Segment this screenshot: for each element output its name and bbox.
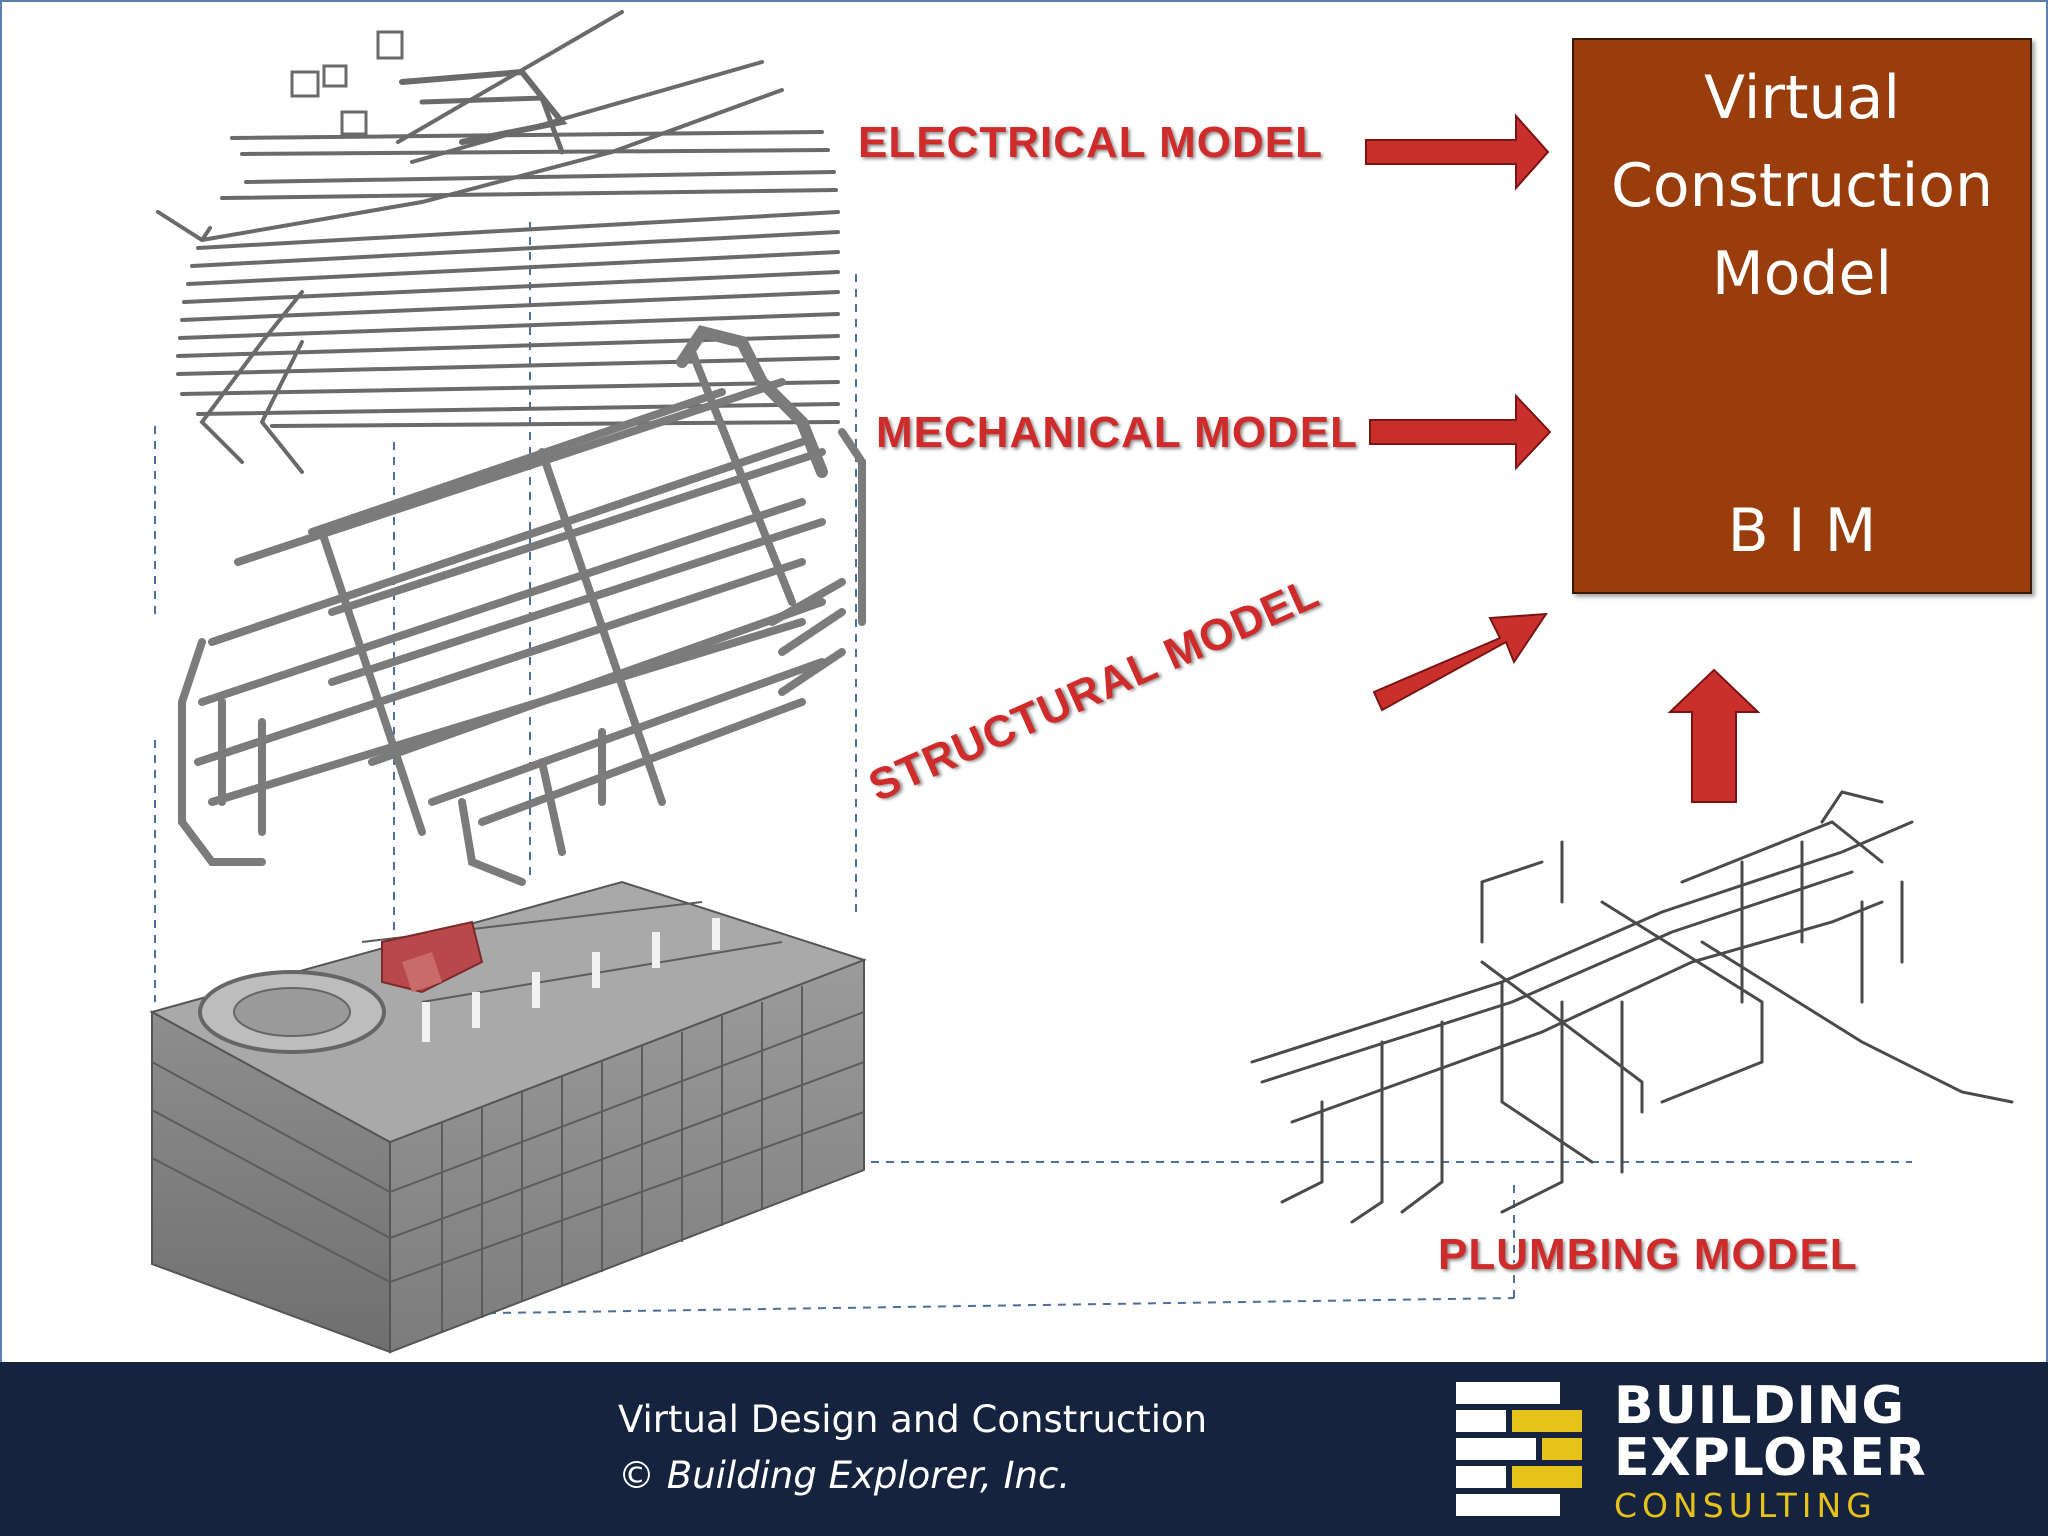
- electrical-model: [156, 10, 840, 474]
- footer-copyright: © Building Explorer, Inc.: [618, 1454, 1071, 1497]
- arrow-electrical: [1365, 113, 1550, 191]
- mechanical-model-label: MECHANICAL MODEL: [876, 408, 1359, 457]
- arrow-structural: [1372, 612, 1548, 712]
- footer-bar: Virtual Design and Construction © Buildi…: [0, 1362, 2048, 1536]
- building-explorer-logo-icon: [1456, 1382, 1582, 1516]
- plumbing-model: [1250, 790, 2014, 1224]
- footer-subtitle: Virtual Design and Construction: [618, 1398, 1208, 1441]
- flow-arrows: [1365, 113, 1761, 803]
- electrical-model-label: ELECTRICAL MODEL: [858, 118, 1323, 167]
- virtual-construction-model-box: Virtual Construction Model B I M: [1572, 38, 2032, 594]
- logo-text-consulting: CONSULTING: [1614, 1486, 1877, 1525]
- plumbing-model-label: PLUMBING MODEL: [1438, 1230, 1858, 1279]
- diagram-area: ELECTRICAL MODEL MECHANICAL MODEL STRUCT…: [0, 0, 2048, 1362]
- structural-model: [149, 880, 868, 1354]
- model-illustration: [149, 10, 2014, 1354]
- arrow-mechanical: [1369, 393, 1552, 471]
- bim-box-title: Virtual Construction Model: [1610, 63, 1994, 309]
- mechanical-model: [178, 325, 866, 886]
- arrow-plumbing: [1667, 668, 1761, 803]
- bim-acronym: B I M: [1727, 496, 1877, 566]
- logo-text-building: BUILDING: [1614, 1376, 1906, 1436]
- projection-guides: [154, 222, 1912, 1315]
- logo-text-explorer: EXPLORER: [1614, 1428, 1927, 1488]
